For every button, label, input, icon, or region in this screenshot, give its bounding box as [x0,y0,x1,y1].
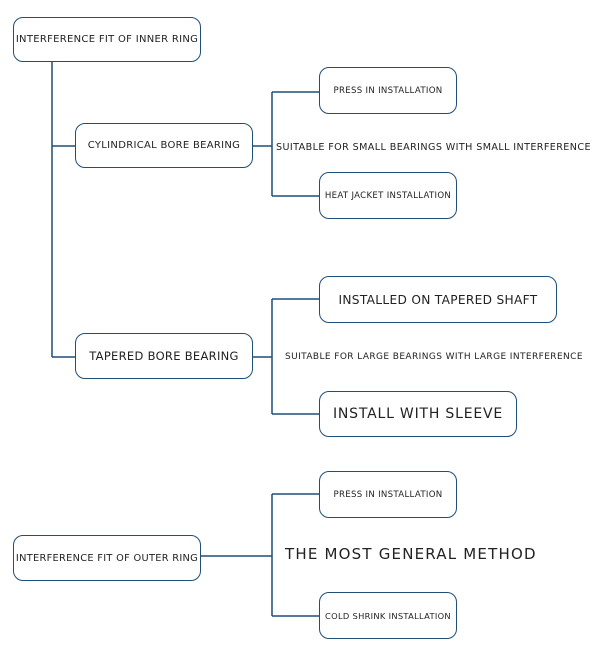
node-installed-on-tapered-shaft: INSTALLED ON TAPERED SHAFT [319,276,557,323]
node-tapered-bore-bearing: TAPERED BORE BEARING [75,333,253,379]
node-interference-fit-inner-ring: INTERFERENCE FIT OF INNER RING [13,17,201,62]
note-most-general-method: THE MOST GENERAL METHOD [285,544,537,564]
node-cylindrical-bore-bearing: CYLINDRICAL BORE BEARING [75,123,253,168]
node-install-with-sleeve: INSTALL WITH SLEEVE [319,391,517,437]
node-cold-shrink-installation: COLD SHRINK INSTALLATION [319,592,457,639]
node-press-in-installation-1: PRESS IN INSTALLATION [319,67,457,114]
node-press-in-installation-2: PRESS IN INSTALLATION [319,471,457,518]
note-small-bearings: SUITABLE FOR SMALL BEARINGS WITH SMALL I… [276,141,591,154]
node-interference-fit-outer-ring: INTERFERENCE FIT OF OUTER RING [13,535,201,581]
node-heat-jacket-installation: HEAT JACKET INSTALLATION [319,172,457,219]
note-large-bearings: SUITABLE FOR LARGE BEARINGS WITH LARGE I… [285,351,583,363]
